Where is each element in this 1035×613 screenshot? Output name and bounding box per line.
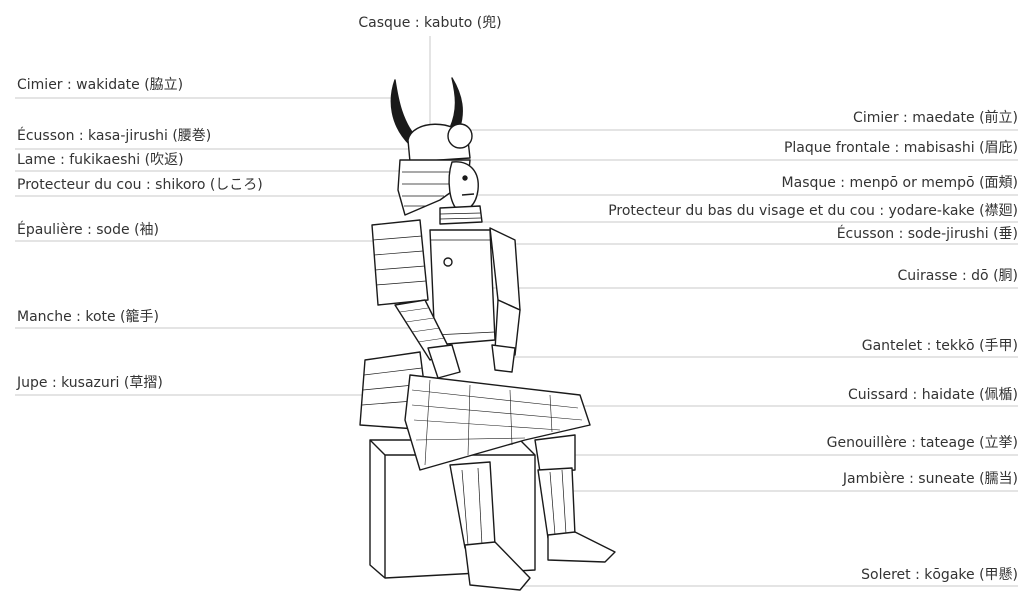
label-sode-jirushi: Écusson : sode-jirushi (垂) <box>836 226 1018 242</box>
label-shikoro: Protecteur du cou : shikoro (しころ) <box>17 177 263 193</box>
label-tateage: Genouillère : tateage (立挙) <box>826 435 1018 451</box>
tekko-left <box>427 344 461 379</box>
label-suneate: Jambière : suneate (臑当) <box>842 471 1018 487</box>
label-kasa-jirushi: Écusson : kasa-jirushi (腰巻) <box>17 128 212 144</box>
menpo-mask <box>448 161 479 212</box>
samurai-figure <box>359 77 616 591</box>
kogake-right <box>547 531 616 563</box>
haidate <box>404 374 591 471</box>
label-do: Cuirasse : dō (胴) <box>897 268 1018 284</box>
kogake-left <box>464 541 531 591</box>
label-wakidate: Cimier : wakidate (脇立) <box>17 77 184 93</box>
label-tekko: Gantelet : tekkō (手甲) <box>861 338 1018 354</box>
tekko-right <box>491 344 516 373</box>
kote-right <box>494 299 521 356</box>
sode-left <box>371 219 429 306</box>
label-mabisashi: Plaque frontale : mabisashi (眉庇) <box>783 140 1018 156</box>
label-maedate: Cimier : maedate (前立) <box>853 110 1018 126</box>
maedate-disc <box>447 123 473 149</box>
label-sode: Épaulière : sode (袖) <box>17 222 159 238</box>
label-kabuto: Casque : kabuto (兜) <box>358 15 502 31</box>
label-kogake: Soleret : kōgake (甲懸) <box>861 567 1018 583</box>
sode-right <box>489 227 521 311</box>
label-yodare-kake: Protecteur du bas du visage et du cou : … <box>608 203 1018 219</box>
yodare-kake <box>439 205 483 225</box>
tateage <box>534 434 576 473</box>
label-fukikaeshi: Lame : fukikaeshi (吹返) <box>17 152 184 168</box>
label-kusazuri: Jupe : kusazuri (草摺) <box>17 375 163 391</box>
label-menpo: Masque : menpō or mempō (面頬) <box>781 175 1018 191</box>
leader-lines <box>15 36 1018 587</box>
label-haidate: Cuissard : haidate (佩楯) <box>847 387 1018 403</box>
suneate-right <box>537 467 576 539</box>
label-kote: Manche : kote (籠手) <box>17 309 159 325</box>
